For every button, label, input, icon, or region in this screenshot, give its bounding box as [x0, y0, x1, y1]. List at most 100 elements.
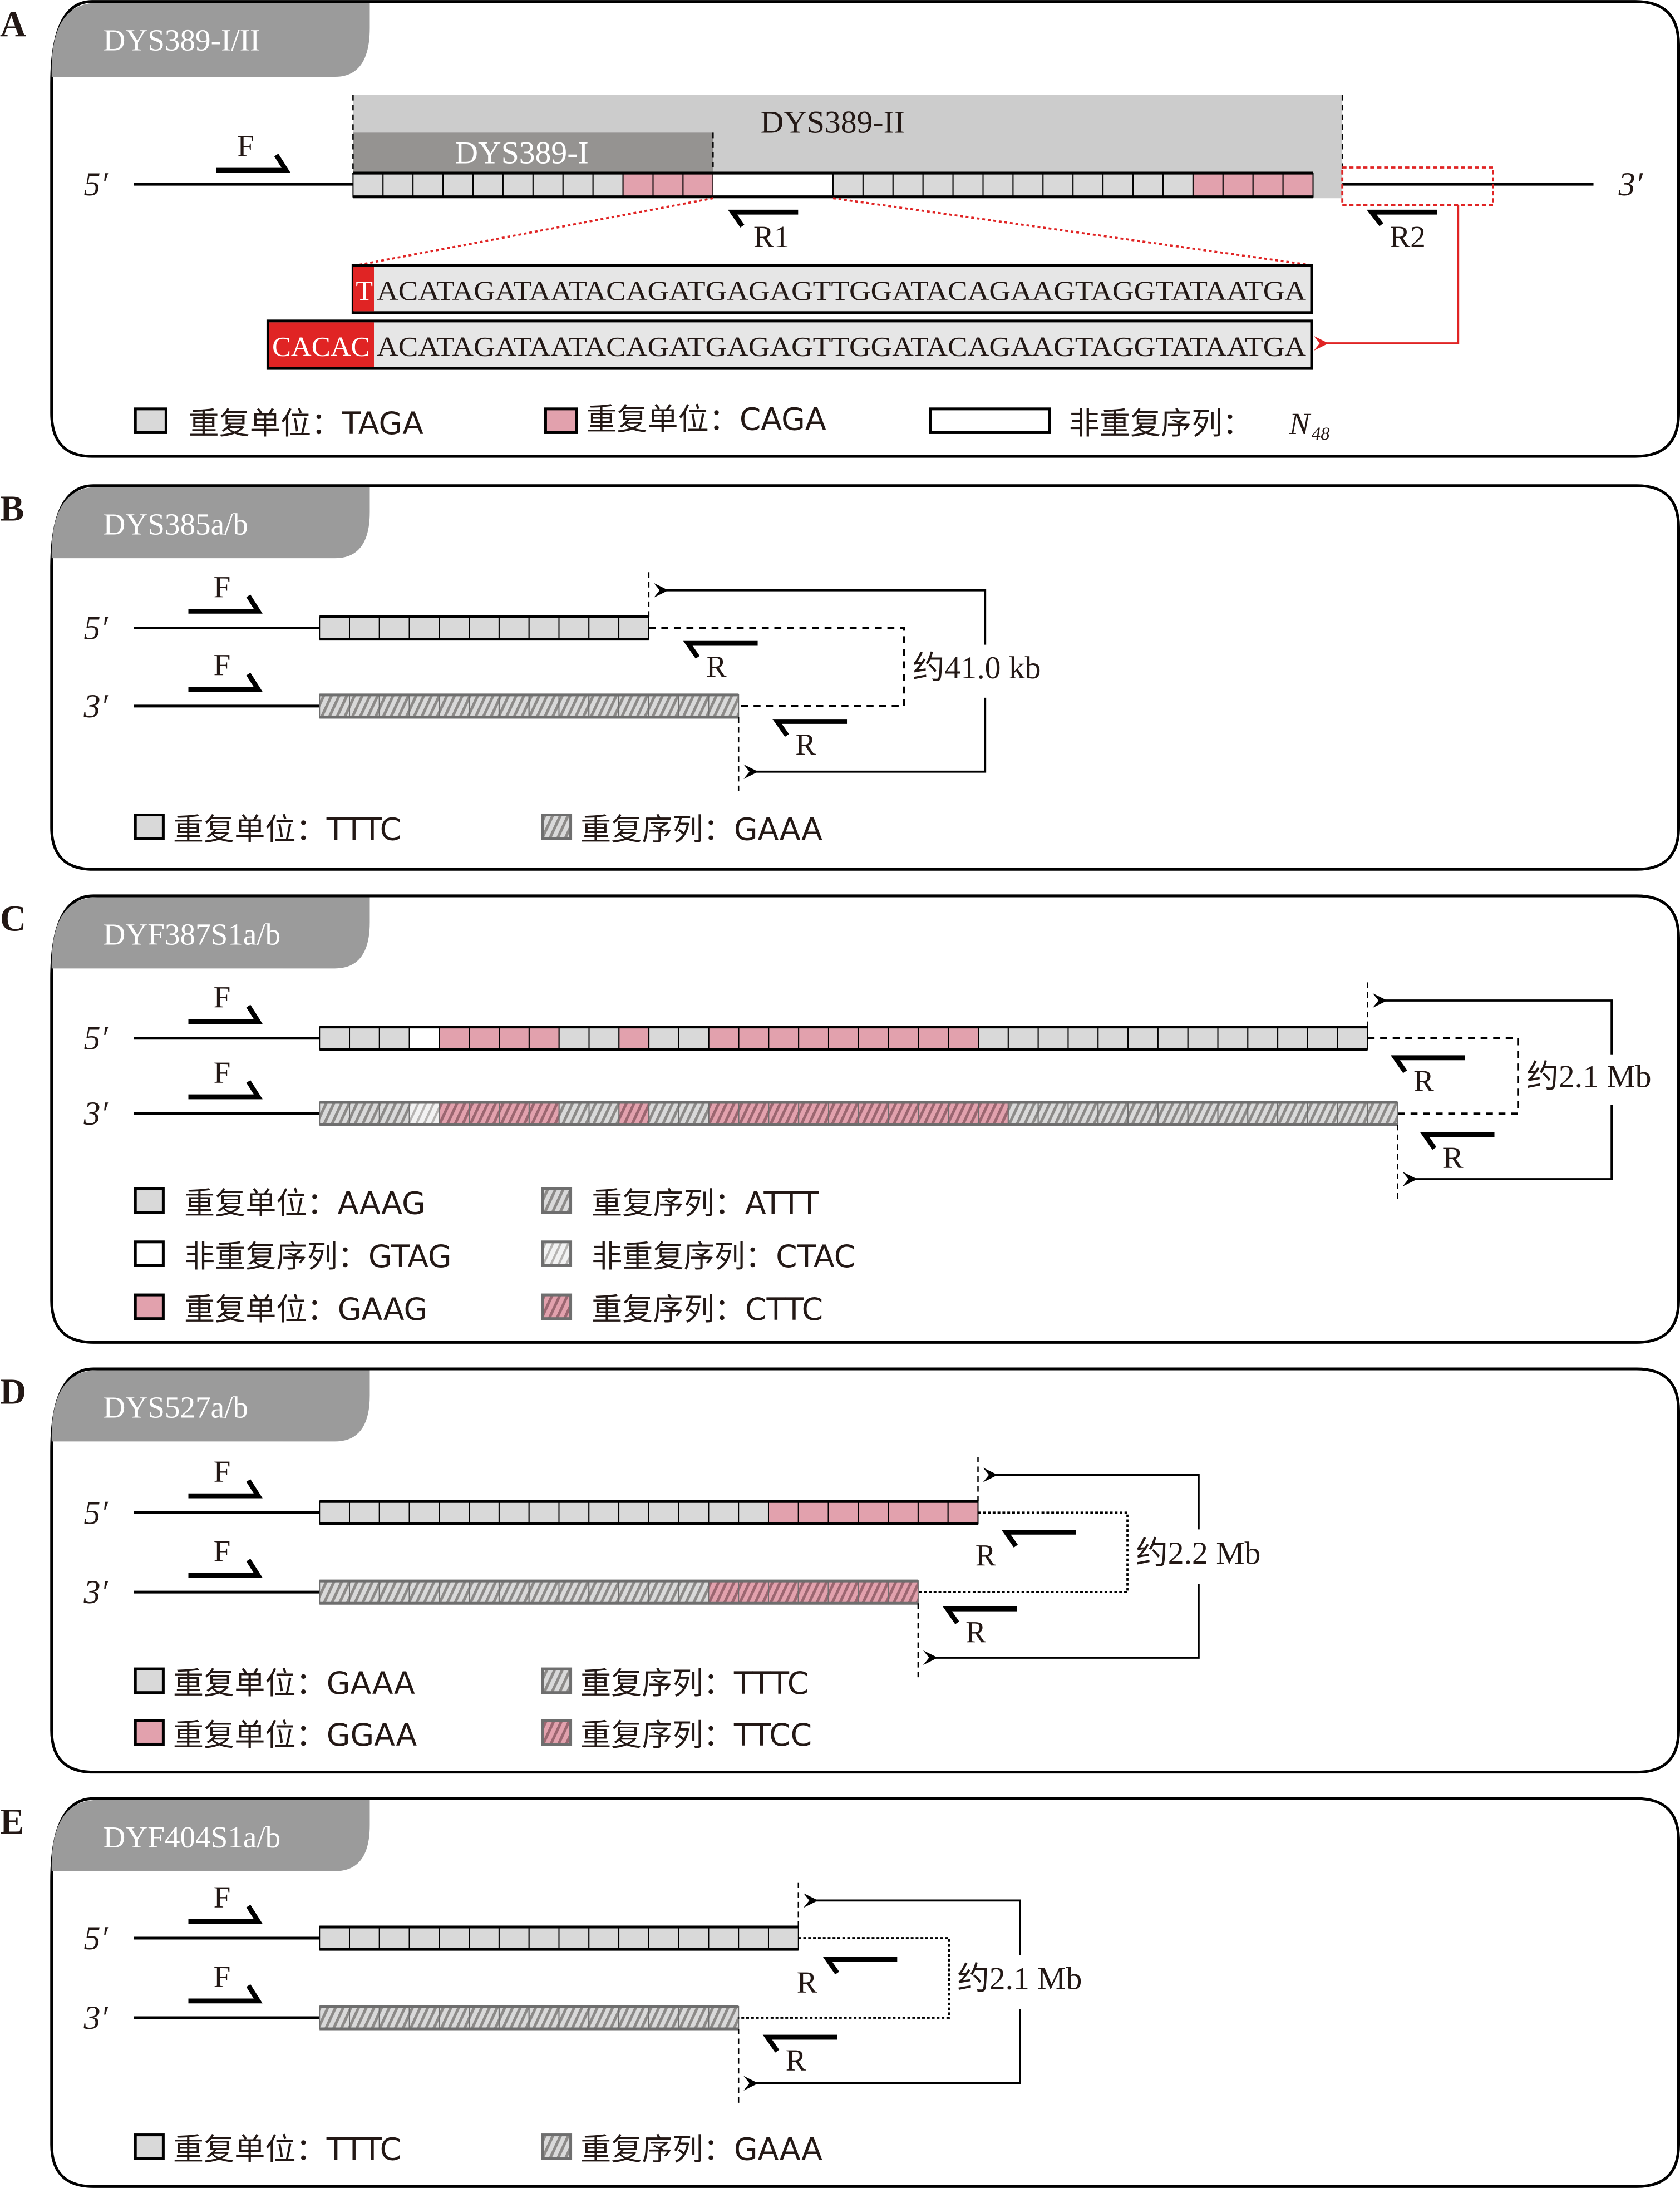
legend-swatch [134, 2133, 165, 2160]
repeat-unit-gray [588, 1026, 620, 1050]
repeat-unit-gray [352, 173, 384, 198]
forward-primer-arrow-icon [188, 1984, 263, 2004]
legend-label: 非重复序列：CTAC [592, 1239, 855, 1275]
repeat-unit-gray [378, 616, 410, 640]
repeat-unit-pink [917, 1501, 949, 1525]
three-prime-label: 3′ [83, 1095, 108, 1132]
repeat-unit-hatch-gray [1007, 1102, 1039, 1126]
repeat-unit-hatch-gray [408, 694, 440, 718]
repeat-unit-hatch-pink [439, 1102, 470, 1126]
panel-tab [51, 1800, 370, 1871]
panel-tab [51, 1370, 370, 1442]
repeat-unit-gray [1157, 1026, 1189, 1050]
sequence-prefix: CACAC [272, 331, 370, 362]
r2-binding-highlight [1341, 166, 1494, 206]
panel-letter: B [0, 489, 24, 529]
repeat-unit-hatch-pink [767, 1580, 799, 1604]
forward-primer-arrow-icon [216, 154, 291, 173]
legend-swatch [544, 407, 578, 434]
repeat-unit-pink [858, 1501, 889, 1525]
legend-label: 重复单位：TTTC [173, 2132, 401, 2168]
repeat-unit-gray [319, 1926, 351, 1950]
three-prime-label: 3′ [83, 688, 108, 725]
repeat-unit-gray [648, 1501, 679, 1525]
repeat-unit-hatch-gray [1337, 1102, 1368, 1126]
repeat-unit-pink [827, 1026, 859, 1050]
repeat-unit-gray [348, 616, 380, 640]
five-prime-label: 5′ [83, 610, 108, 647]
repeat-unit-gray [502, 173, 534, 198]
five-prime-label: 5′ [83, 1020, 108, 1057]
reverse-primer-label: R [706, 649, 727, 683]
distance-label: 约41.0 kb [913, 651, 1041, 686]
repeat-unit-gray [1102, 173, 1134, 198]
repeat-unit-gray [528, 1926, 560, 1950]
distance-label: 约2.2 Mb [1136, 1536, 1260, 1571]
dys389-i-label: DYS389-I [455, 136, 588, 171]
repeat-unit-gray [558, 616, 590, 640]
repeat-unit-gray [618, 1926, 649, 1950]
forward-primer-label: F [237, 129, 254, 163]
panel-a: A DYS389-I/II DYS389-II DYS389-I 5′ 3′ F… [0, 0, 1680, 458]
repeat-unit-hatch-pink [528, 1102, 560, 1126]
repeat-unit-gray [588, 616, 620, 640]
repeat-unit-hatch-gray [648, 1102, 679, 1126]
repeat-unit-hatch-gray [319, 694, 351, 718]
five-prime-label: 5′ [83, 1494, 108, 1531]
locus-title: DYF404S1a/b [104, 1820, 281, 1854]
repeat-unit-pink [768, 1026, 800, 1050]
repeat-unit-hatch-gray [558, 1102, 590, 1126]
repeat-unit-hatch-gray [528, 694, 560, 718]
repeat-unit-hatch-pink [618, 1102, 650, 1126]
duplication-arrow-lower [743, 2009, 1021, 2091]
repeat-unit-hatch-gray [439, 694, 470, 718]
repeat-unit-gray [382, 173, 414, 198]
repeat-unit-gray [378, 1926, 410, 1950]
repeat-unit-gray [349, 1026, 380, 1050]
repeat-unit-hatch-gray [469, 694, 500, 718]
flanking-region-dotted-line [918, 1511, 1129, 1594]
forward-primer-arrow-icon [188, 1080, 263, 1100]
repeat-unit-pink [1252, 173, 1284, 198]
flanking-region-dotted-line [738, 1937, 950, 2019]
repeat-unit-gray [412, 173, 444, 198]
repeat-unit-hatch-gray [1367, 1102, 1398, 1126]
reverse-primer-arrow-icon [772, 719, 848, 737]
forward-primer-arrow-icon [188, 1559, 263, 1578]
forward-primer-arrow-icon [188, 672, 263, 692]
reverse-primer-arrow-icon [1001, 1529, 1076, 1548]
repeat-unit-pink [528, 1026, 560, 1050]
repeat-array [319, 1925, 799, 1951]
repeat-unit-gray [1127, 1026, 1159, 1050]
zoom-guide-line [832, 197, 1312, 267]
repeat-unit-gray [498, 1501, 530, 1525]
repeat-unit-pink [1192, 173, 1224, 198]
legend: 重复单位：TAGA 重复单位：CAGA 非重复序列： N 48 [134, 402, 1330, 444]
repeat-unit-hatch-gray [408, 2005, 440, 2030]
repeat-unit-hatch-pink [978, 1102, 1009, 1126]
repeat-unit-hatch-pink [918, 1102, 949, 1126]
panel-tab [51, 897, 370, 969]
repeat-unit-gray [558, 1926, 590, 1950]
repeat-unit-gray [588, 1501, 620, 1525]
repeat-unit-hatch-pink [499, 1102, 530, 1126]
repeat-unit-hatch-gray [558, 694, 590, 718]
repeat-unit-hatch-gray [1247, 1102, 1279, 1126]
reverse-primer-label: R [786, 2043, 806, 2077]
repeat-unit-hatch-gray [1127, 1102, 1159, 1126]
dys389-i-region [353, 132, 713, 175]
repeat-unit-gray [348, 1926, 380, 1950]
reverse-primer-arrow-icon [1420, 1132, 1495, 1150]
legend-swatch [541, 1187, 573, 1214]
forward-primer-arrow-icon [188, 1004, 263, 1024]
repeat-unit-hatch-pink [708, 1102, 740, 1126]
distance-label-bg [1133, 1532, 1289, 1575]
legend-swatch [541, 1719, 573, 1746]
legend-swatch [541, 1293, 573, 1320]
repeat-unit-hatch-gray [558, 1580, 590, 1604]
forward-primer-label: F [214, 980, 231, 1014]
reverse-primer-arrow-icon [943, 1606, 1017, 1624]
